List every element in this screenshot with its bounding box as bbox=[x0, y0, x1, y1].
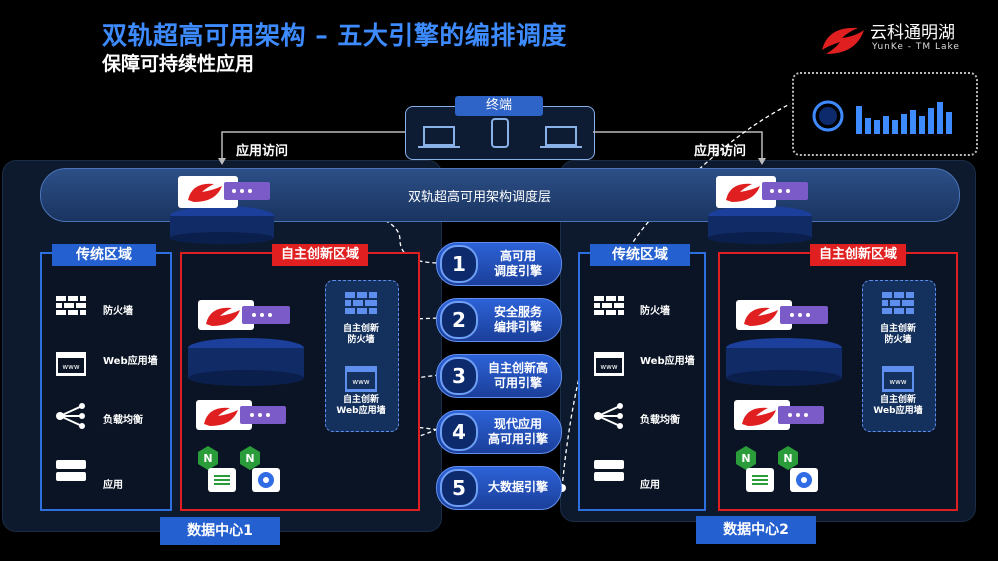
dc1-waf-label: Web应用墙 bbox=[103, 356, 158, 367]
dc1-nginx-k8s-icons: N N bbox=[198, 446, 280, 492]
dc1-load-balancer-label: 负载均衡 bbox=[103, 415, 143, 426]
engine-3[interactable]: 3 自主创新高 可用引擎 bbox=[436, 354, 562, 398]
dc2-load-balancer-label: 负载均衡 bbox=[640, 415, 680, 426]
dc2-innovation-zone-label: 自主创新区域 bbox=[810, 244, 906, 266]
svg-text:www: www bbox=[889, 378, 906, 386]
dc1-innovation-zone-label: 自主创新区域 bbox=[272, 244, 368, 266]
logo-name: 云科通明湖 bbox=[870, 23, 955, 43]
dc1-innovation-security-icons: www bbox=[345, 292, 377, 392]
engine-4-number: 4 bbox=[440, 413, 478, 451]
dc2-innovation-servers-icon bbox=[726, 300, 842, 430]
company-logo-icon bbox=[822, 27, 864, 54]
svg-text:N: N bbox=[245, 452, 254, 465]
page-title: 双轨超高可用架构 – 五大引擎的编排调度 bbox=[102, 21, 567, 50]
engine-4[interactable]: 4 现代应用 高可用引擎 bbox=[436, 410, 562, 454]
svg-text:N: N bbox=[741, 452, 750, 465]
svg-text:N: N bbox=[203, 452, 212, 465]
engine-2[interactable]: 2 安全服务 编排引擎 bbox=[436, 298, 562, 342]
svg-text:N: N bbox=[783, 452, 792, 465]
svg-text:www: www bbox=[62, 363, 79, 371]
dc2-innovation-firewall-label: 自主创新 防火墙 bbox=[879, 324, 916, 345]
engine-5-label: 大数据引擎 bbox=[487, 480, 548, 494]
terminal-devices-icon bbox=[418, 118, 582, 148]
page-subtitle: 保障可持续性应用 bbox=[102, 53, 255, 75]
engine-5-number: 5 bbox=[440, 469, 478, 507]
app-access-right-label: 应用访问 bbox=[694, 144, 747, 159]
dc2-traditional-icons: www bbox=[594, 296, 624, 481]
dc2-firewall-label: 防火墙 bbox=[640, 306, 670, 317]
dc1-innovation-firewall-label: 自主创新 防火墙 bbox=[342, 324, 379, 345]
dc1-app-label: 应用 bbox=[103, 480, 123, 491]
engine-4-label: 现代应用 高可用引擎 bbox=[487, 417, 548, 446]
dc2-innovation-security-icons: www bbox=[882, 292, 914, 392]
svg-text:www: www bbox=[600, 363, 617, 371]
dc1-innovation-waf-label: 自主创新 Web应用墙 bbox=[336, 395, 386, 416]
scheduler-server-2-icon bbox=[708, 176, 812, 244]
scheduler-server-1-icon bbox=[170, 176, 274, 244]
engine-1-number: 1 bbox=[440, 245, 478, 283]
engine-5[interactable]: 5 大数据引擎 bbox=[436, 466, 562, 510]
engine-2-number: 2 bbox=[440, 301, 478, 339]
dc1-firewall-label: 防火墙 bbox=[103, 306, 133, 317]
scheduling-layer-label: 双轨超高可用架构调度层 bbox=[408, 190, 552, 205]
dashboard-chart-icon bbox=[812, 100, 952, 134]
dc1-traditional-zone-label: 传统区域 bbox=[52, 244, 156, 266]
datacenter-1-label: 数据中心1 bbox=[160, 517, 280, 545]
engine-3-label: 自主创新高 可用引擎 bbox=[487, 361, 548, 390]
dc1-traditional-icons: www bbox=[56, 296, 86, 481]
dc2-nginx-k8s-icons: N N bbox=[736, 446, 818, 492]
dc2-app-label: 应用 bbox=[640, 480, 660, 491]
dc2-waf-label: Web应用墙 bbox=[640, 356, 695, 367]
dc2-traditional-zone-label: 传统区域 bbox=[590, 244, 690, 266]
bigdata-dashboard-widget bbox=[792, 72, 978, 156]
datacenter-2-label: 数据中心2 bbox=[696, 516, 816, 544]
app-access-left-label: 应用访问 bbox=[236, 144, 289, 159]
dc2-innovation-waf-label: 自主创新 Web应用墙 bbox=[873, 395, 923, 416]
dc1-innovation-servers-icon bbox=[188, 300, 304, 430]
engine-3-number: 3 bbox=[440, 357, 478, 395]
logo-subtitle: YunKe - TM Lake bbox=[872, 42, 960, 52]
engine-1-label: 高可用 调度引擎 bbox=[493, 249, 542, 278]
engine-2-label: 安全服务 编排引擎 bbox=[493, 305, 542, 334]
engine-1[interactable]: 1 高可用 调度引擎 bbox=[436, 242, 562, 286]
svg-text:www: www bbox=[352, 378, 369, 386]
terminal-label: 终端 bbox=[455, 96, 543, 116]
